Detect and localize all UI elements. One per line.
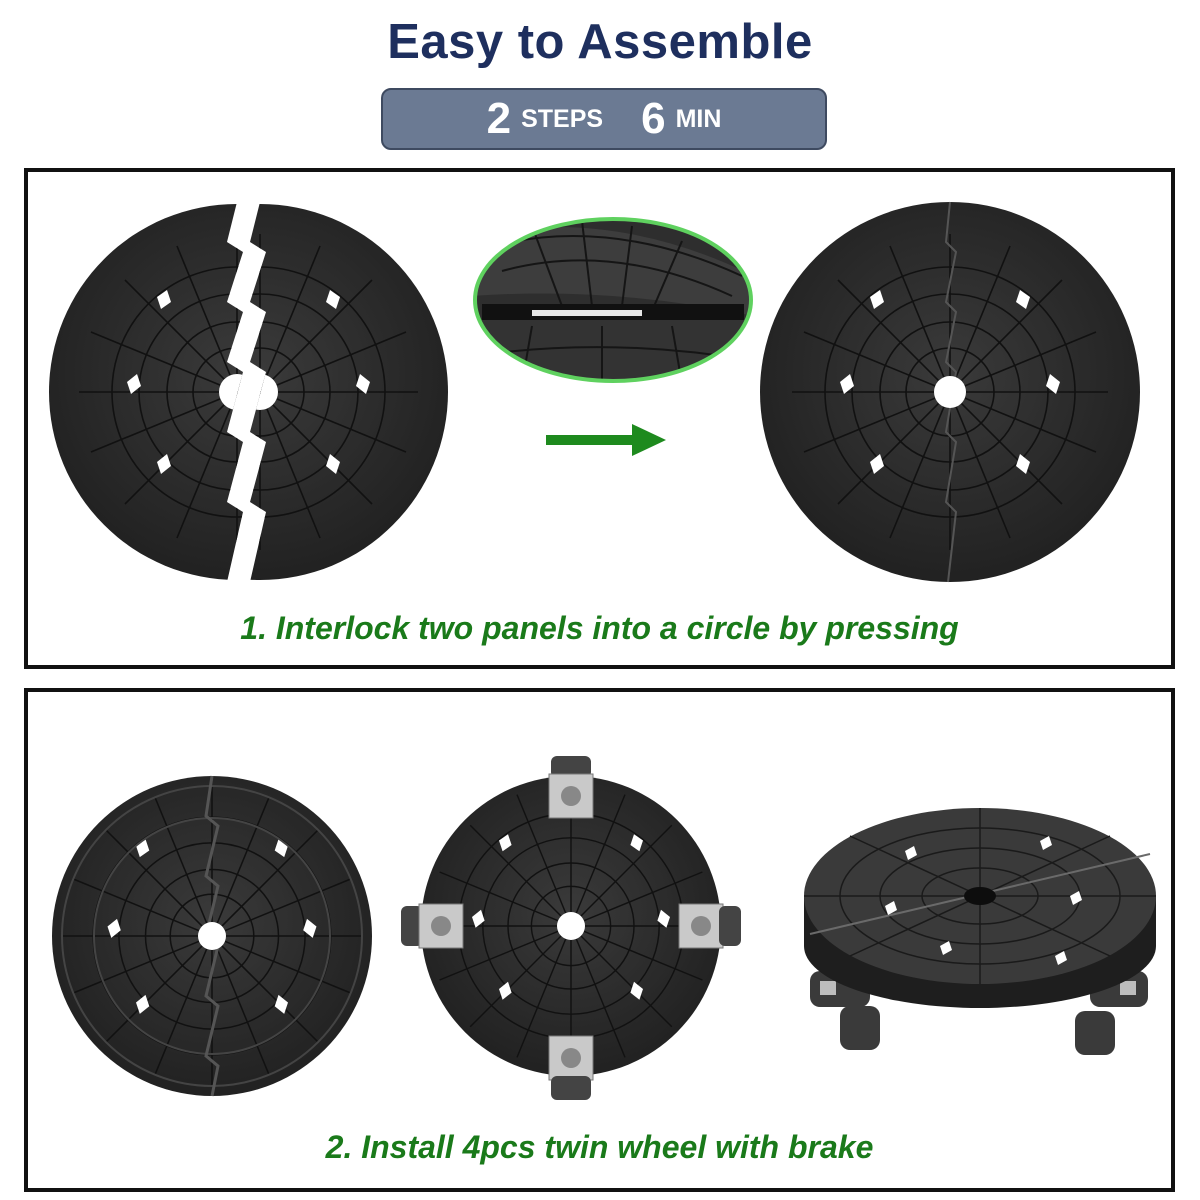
steps-time-badge: 2 STEPS 6 MIN bbox=[381, 88, 827, 150]
page-title: Easy to Assemble bbox=[387, 15, 813, 69]
step2-caption: 2. Install 4pcs twin wheel with brake bbox=[325, 1129, 874, 1165]
assembled-circle-image bbox=[760, 201, 1140, 583]
right-caster bbox=[678, 903, 741, 949]
left-caster bbox=[401, 903, 464, 949]
arrow-right-icon bbox=[546, 424, 666, 456]
underside-with-wheels-image bbox=[401, 756, 741, 1100]
top-caster bbox=[548, 756, 594, 819]
bottom-caster bbox=[548, 1035, 594, 1100]
step1-caption: 1. Interlock two panels into a circle by… bbox=[240, 610, 959, 646]
step2-panel: 2. Install 4pcs twin wheel with brake bbox=[24, 688, 1175, 1192]
step1-panel: 1. Interlock two panels into a circle by… bbox=[24, 168, 1175, 669]
time-number: 6 bbox=[641, 94, 666, 143]
steps-unit: STEPS bbox=[521, 104, 604, 133]
steps-number: 2 bbox=[486, 94, 512, 143]
time-unit: MIN bbox=[675, 104, 722, 133]
interlock-detail-closeup bbox=[473, 217, 753, 383]
panel-underside-image bbox=[52, 775, 372, 1097]
assembled-caddy-angle-view bbox=[804, 808, 1156, 1055]
split-panels-image bbox=[49, 204, 448, 580]
